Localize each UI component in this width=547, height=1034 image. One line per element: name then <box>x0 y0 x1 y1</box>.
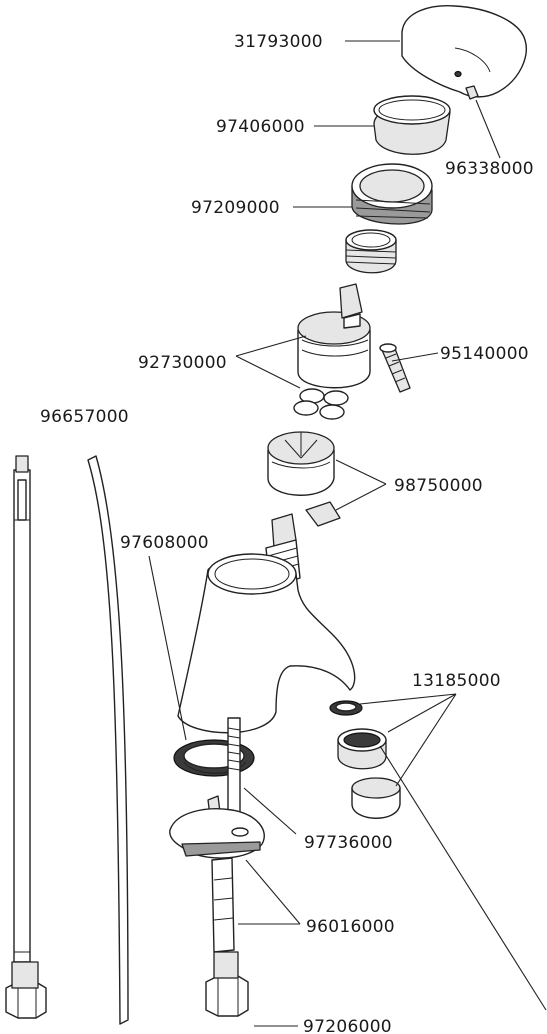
label-aerator: 13185000 <box>412 671 501 691</box>
extension-piece <box>267 431 335 496</box>
label-set-screw: 96338000 <box>445 159 534 179</box>
label-stud: 97736000 <box>304 833 393 853</box>
supply-tube <box>87 455 129 1025</box>
faucet-body <box>177 553 356 734</box>
aerator-washer <box>329 700 363 716</box>
screw <box>379 343 411 393</box>
label-handle: 31793000 <box>234 32 323 52</box>
label-ring-nut: 97209000 <box>191 198 280 218</box>
label-cartridge: 92730000 <box>138 353 227 373</box>
hose-nut-right <box>205 951 249 1017</box>
label-mount-set: 96016000 <box>306 917 395 937</box>
aerator-insert <box>337 728 387 770</box>
cartridge-orings <box>293 388 349 420</box>
mounting-bracket <box>169 808 265 953</box>
cartridge <box>297 283 371 389</box>
label-extension: 98750000 <box>394 476 483 496</box>
label-flex-hose: 97206000 <box>303 1017 392 1034</box>
label-supply-hose: 96657000 <box>40 407 129 427</box>
hose-nut-left <box>5 961 47 1019</box>
label-gasket: 97608000 <box>120 533 209 553</box>
ring-nut <box>351 163 433 225</box>
base-gasket <box>173 739 255 777</box>
threaded-ring <box>345 229 397 274</box>
label-screw: 95140000 <box>440 344 529 364</box>
label-cover-cap: 97406000 <box>216 117 305 137</box>
flex-hose-long <box>13 455 31 963</box>
extension-clip <box>305 501 341 527</box>
part-labels: 31793000 97406000 96338000 97209000 9273… <box>40 32 534 1034</box>
handle-lever <box>401 5 527 98</box>
set-screw <box>465 85 479 100</box>
leader-lines <box>148 40 547 1027</box>
cover-cap <box>373 95 451 155</box>
aerator-housing <box>351 777 401 819</box>
